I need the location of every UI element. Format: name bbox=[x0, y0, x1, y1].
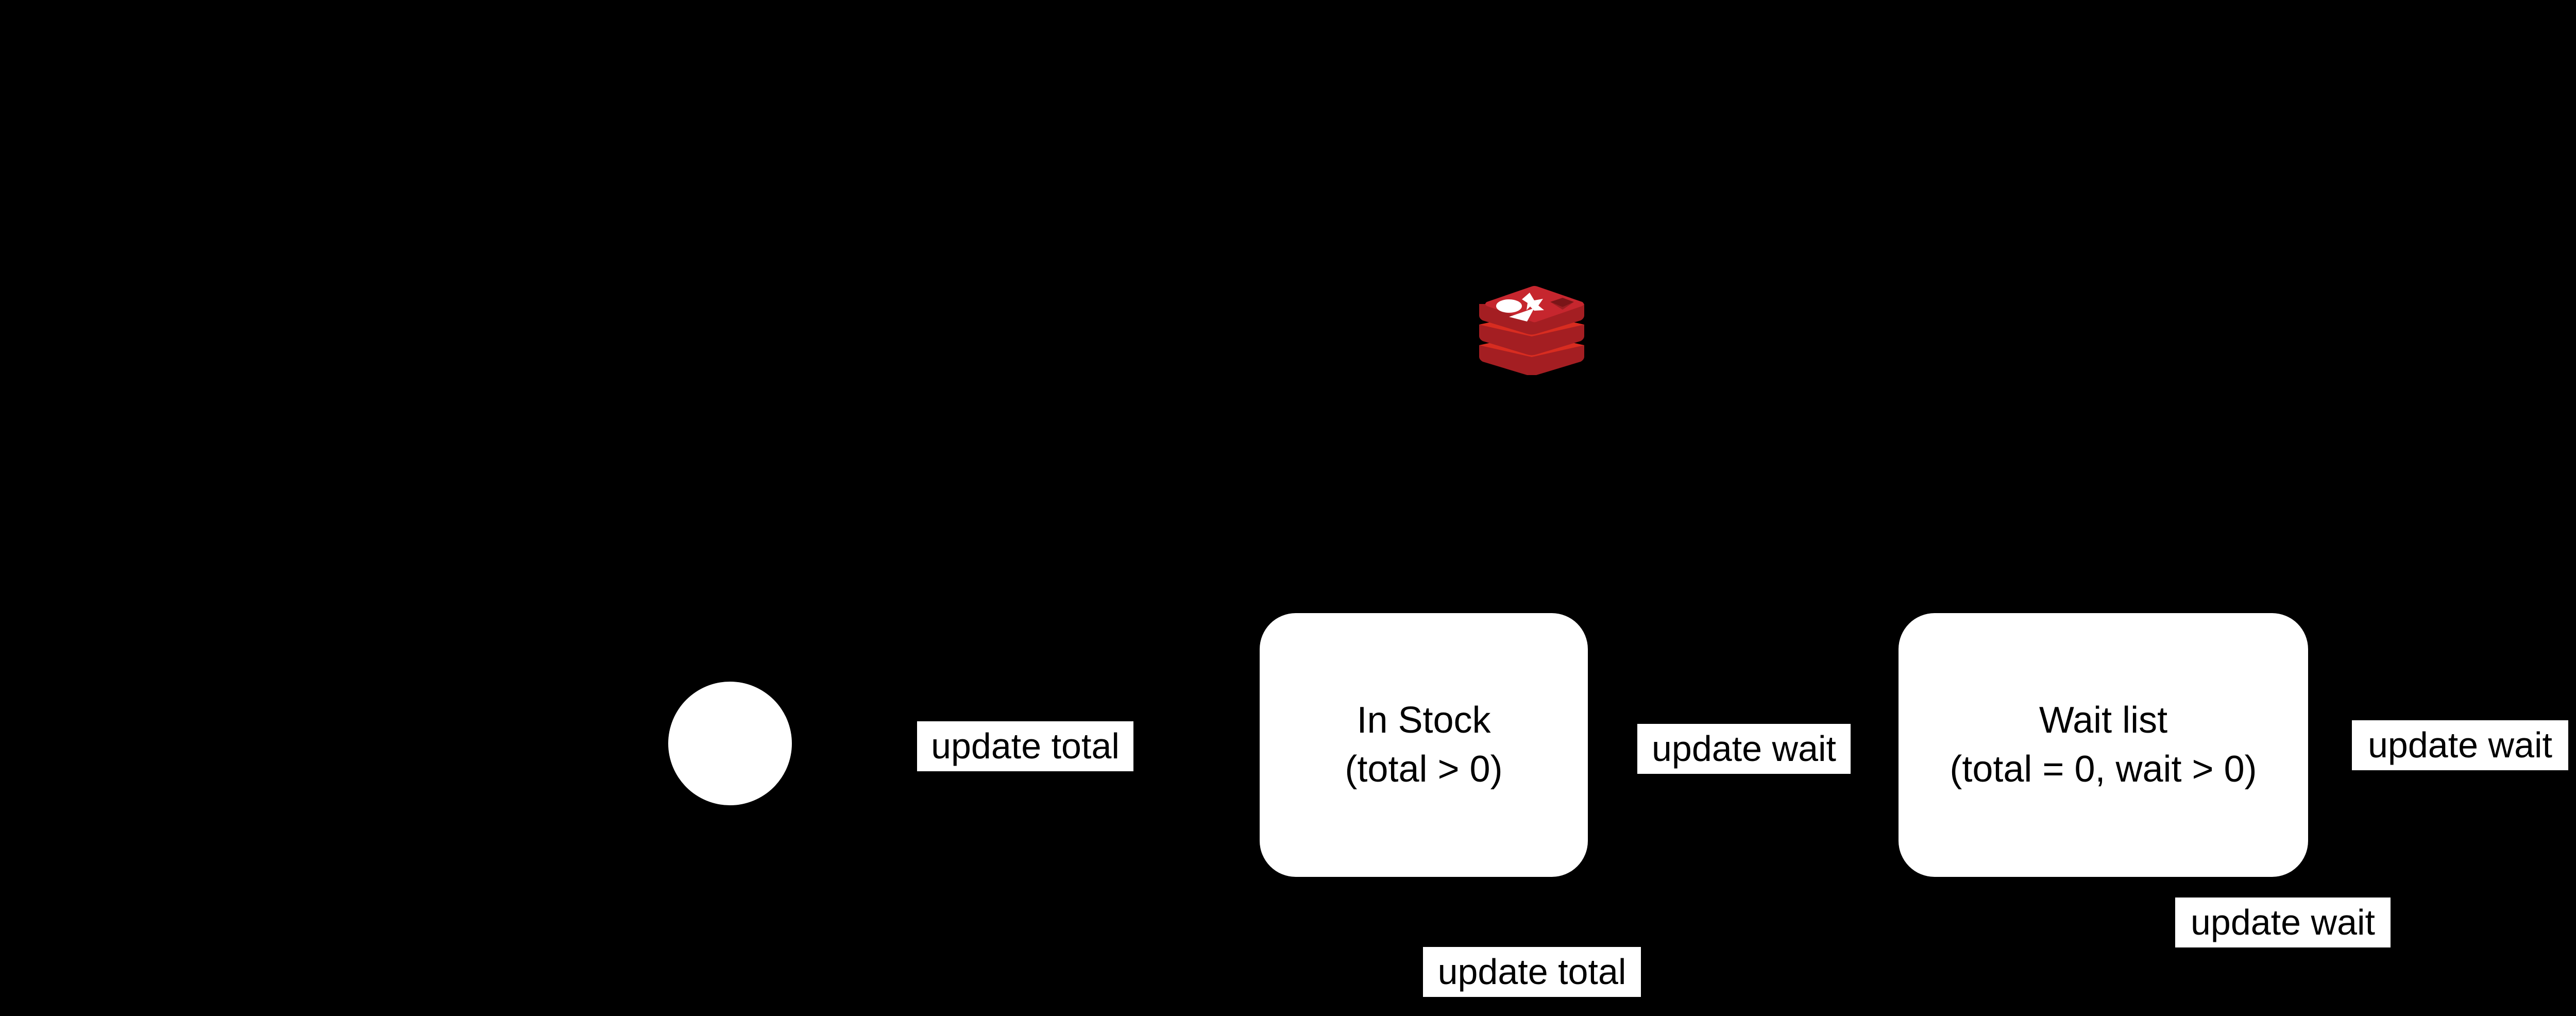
redis-glyph-triangle bbox=[1509, 308, 1534, 321]
transition-label-start-to-in-stock: update total bbox=[917, 721, 1133, 771]
state-node-in-stock[interactable]: In Stock (total > 0) bbox=[1260, 613, 1588, 877]
transition-label-in-stock-self-loop: update total bbox=[1423, 947, 1641, 997]
transition-label-wait-list-to-sold-out: update wait bbox=[2352, 720, 2568, 770]
redis-slab-middle bbox=[1479, 325, 1584, 355]
transition-label-in-stock-to-wait-list: update wait bbox=[1637, 724, 1851, 774]
start-state-node[interactable] bbox=[668, 682, 792, 805]
state-node-wait-list[interactable]: Wait list (total = 0, wait > 0) bbox=[1899, 613, 2308, 877]
redis-logo bbox=[1477, 284, 1587, 376]
transition-label-wait-list-self-loop: update wait bbox=[2175, 898, 2391, 947]
arrowhead-wait-list bbox=[1868, 731, 1899, 759]
state-title-wait-list: Wait list bbox=[2039, 699, 2168, 741]
edge-in-stock-self-loop bbox=[1368, 876, 1589, 956]
arrowhead-in-stock bbox=[1229, 729, 1260, 758]
state-condition-wait-list: (total = 0, wait > 0) bbox=[1950, 749, 2257, 790]
state-condition-in-stock: (total > 0) bbox=[1345, 749, 1503, 790]
redis-slab-bottom bbox=[1479, 345, 1584, 376]
redis-glyph-star bbox=[1522, 293, 1544, 311]
state-title-in-stock: In Stock bbox=[1357, 699, 1491, 741]
redis-glyph-diamond-shade bbox=[1550, 302, 1574, 310]
redis-glyph-diamond bbox=[1550, 298, 1574, 307]
redis-glyph-ellipse bbox=[1496, 299, 1522, 313]
